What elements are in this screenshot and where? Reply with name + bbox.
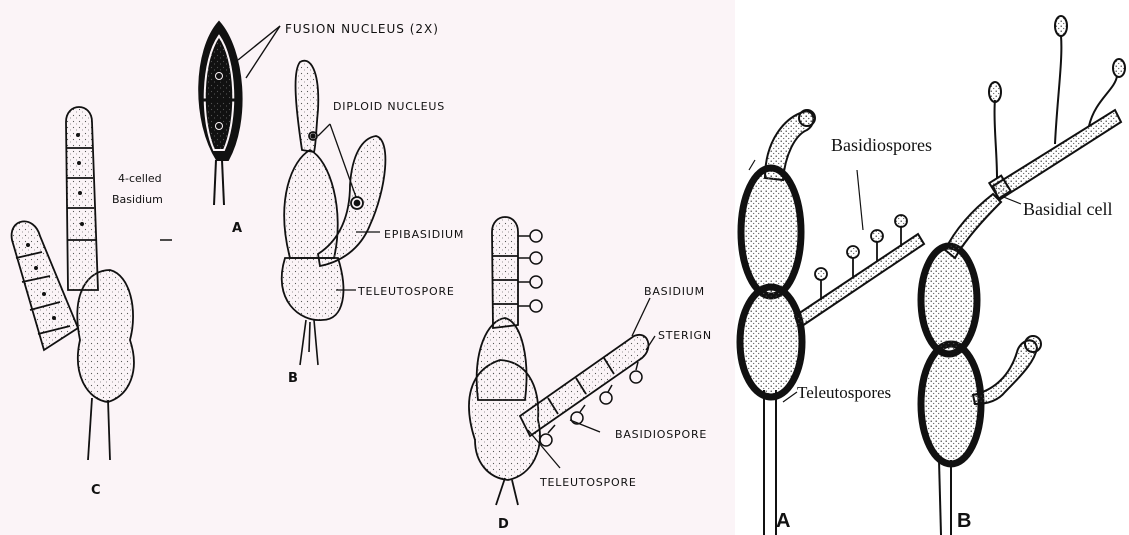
sterigma-label: STERIGN <box>658 329 712 342</box>
teleutospore-label-d: TELEUTOSPORE <box>539 476 637 489</box>
four-celled-label-line2: Basidium <box>112 193 163 206</box>
textbook-svg: Basidiospores Teleutospores A Basidial c… <box>735 0 1129 535</box>
figure-b-letter: B <box>288 371 298 386</box>
four-celled-label-line1: 4-celled <box>118 172 162 185</box>
fusion-nucleus-label: FUSION NUCLEUS (2X) <box>285 22 439 36</box>
right-figure-a-letter: A <box>776 510 790 532</box>
figure-a-letter: A <box>232 221 242 236</box>
epibasidium-label-b: EPIBASIDIUM <box>384 228 464 241</box>
figure-b-stalk <box>300 320 318 365</box>
hand-drawn-diagram: FUSION NUCLEUS (2X) A DIPLOID NUCLEUS EP… <box>0 0 735 535</box>
fusion-nucleus-pointers <box>238 26 280 78</box>
basidiospores-label: Basidiospores <box>831 135 932 155</box>
basidiospore-label-d: BASIDIOSPORE <box>615 428 707 441</box>
teleutospore-label-b: TELEUTOSPORE <box>357 285 455 298</box>
right-figure-a <box>740 110 924 535</box>
right-figure-b <box>921 16 1125 535</box>
diploid-nucleus-label: DIPLOID NUCLEUS <box>333 100 445 113</box>
right-figure-b-letter: B <box>957 510 971 532</box>
figure-c-letter: C <box>91 483 101 498</box>
teleutospores-label: Teleutospores <box>797 383 891 402</box>
figure-a-teleutospore <box>199 22 241 205</box>
hand-drawn-svg: FUSION NUCLEUS (2X) A DIPLOID NUCLEUS EP… <box>0 0 735 535</box>
textbook-diagram: Basidiospores Teleutospores A Basidial c… <box>735 0 1129 535</box>
basidium-label: BASIDIUM <box>644 285 705 298</box>
basidial-cell-label: Basidial cell <box>1023 199 1112 219</box>
figure-d-letter: D <box>498 517 509 532</box>
